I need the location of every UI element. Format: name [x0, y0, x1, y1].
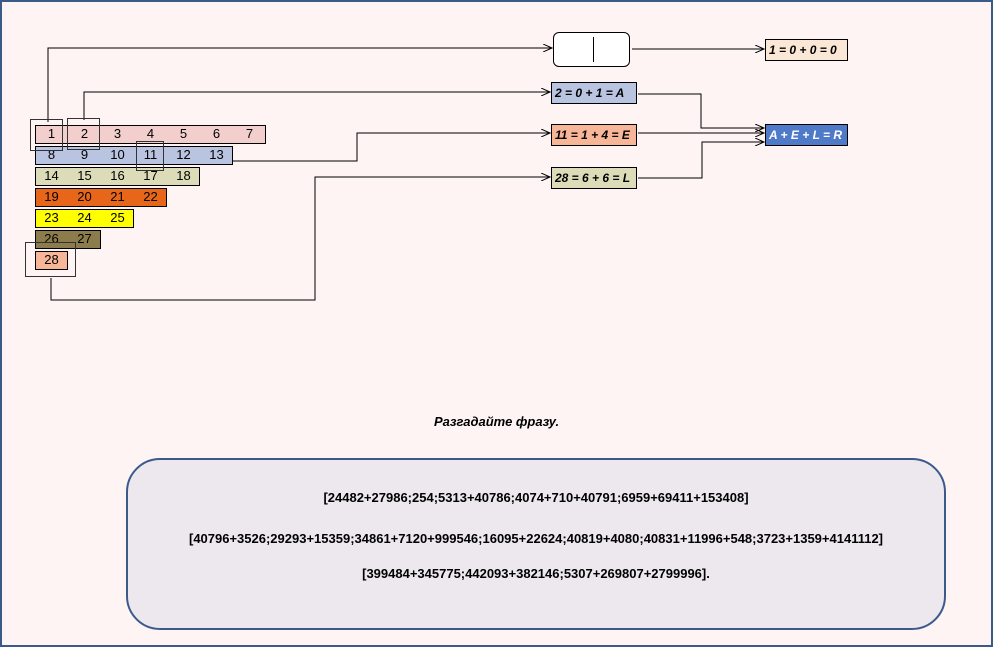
- triangle-cell: 6: [212, 126, 221, 141]
- triangle-cell: 4: [146, 126, 155, 141]
- triangle-cell: 21: [110, 189, 125, 204]
- triangle-row-2: [35, 146, 233, 165]
- triangle-cell: 23: [44, 210, 59, 225]
- triangle-cell: 28: [44, 252, 59, 267]
- triangle-cell: 18: [176, 168, 191, 183]
- triangle-cell: 9: [80, 147, 89, 162]
- triangle-cell: 1: [47, 126, 56, 141]
- triangle-cell: 16: [110, 168, 125, 183]
- triangle-cell: 19: [44, 189, 59, 204]
- puzzle-caption: Разгадайте фразу.: [433, 414, 560, 429]
- triangle-row-6: [35, 230, 101, 249]
- triangle-row-4: [35, 188, 167, 207]
- triangle-cell: 20: [77, 189, 92, 204]
- arrow-2-to-eqA: [83, 92, 550, 120]
- triangle-cell: 25: [110, 210, 125, 225]
- triangle-cell: 22: [143, 189, 158, 204]
- result-box-1: 1 = 0 + 0 = 0: [765, 39, 848, 61]
- triangle-cell: 5: [179, 126, 188, 141]
- triangle-cell: 12: [176, 147, 191, 162]
- triangle-cell: 27: [77, 231, 92, 246]
- highlight-cell-1: [30, 119, 63, 151]
- cipher-line-2: [40796+3526;29293+15359;34861+7120+99954…: [188, 531, 884, 546]
- triangle-cell: 2: [80, 126, 89, 141]
- highlight-cell-2: [67, 118, 100, 150]
- highlight-cell-11: [136, 141, 164, 171]
- equation-box-a: 2 = 0 + 1 = A: [551, 82, 637, 104]
- cipher-line-3: [399484+345775;442093+382146;5307+269807…: [362, 566, 710, 581]
- triangle-cell: 17: [143, 168, 158, 183]
- arrow-1-to-box: [47, 48, 552, 122]
- triangle-cell: 24: [77, 210, 92, 225]
- triangle-cell: 15: [77, 168, 92, 183]
- arrow-eqL-to-sum: [638, 142, 764, 179]
- arrow-11-to-eqE: [230, 133, 550, 162]
- triangle-cell: 14: [44, 168, 59, 183]
- cipher-panel: [24482+27986;254;5313+40786;4074+710+407…: [126, 458, 946, 630]
- equation-box-e: 11 = 1 + 4 = E: [551, 124, 637, 146]
- triangle-row-3: [35, 167, 200, 186]
- cipher-line-1: [24482+27986;254;5313+40786;4074+710+407…: [323, 490, 749, 505]
- triangle-row-1: [35, 125, 266, 144]
- sum-box-r: A + E + L = R: [765, 124, 848, 146]
- empty-split-box: [553, 32, 630, 67]
- triangle-cell: 11: [143, 147, 158, 162]
- arrow-eqA-to-sum: [638, 93, 764, 128]
- equation-box-l: 28 = 6 + 6 = L: [551, 167, 637, 189]
- triangle-cell: 3: [113, 126, 122, 141]
- triangle-cell: 10: [110, 147, 125, 162]
- triangle-cell: 7: [245, 126, 254, 141]
- triangle-row-7: [35, 251, 68, 270]
- triangle-row-5: [35, 209, 134, 228]
- highlight-cell-28: [25, 242, 76, 277]
- triangle-cell: 13: [209, 147, 224, 162]
- triangle-cell: 8: [47, 147, 56, 162]
- arrow-28-to-eqL: [50, 177, 550, 301]
